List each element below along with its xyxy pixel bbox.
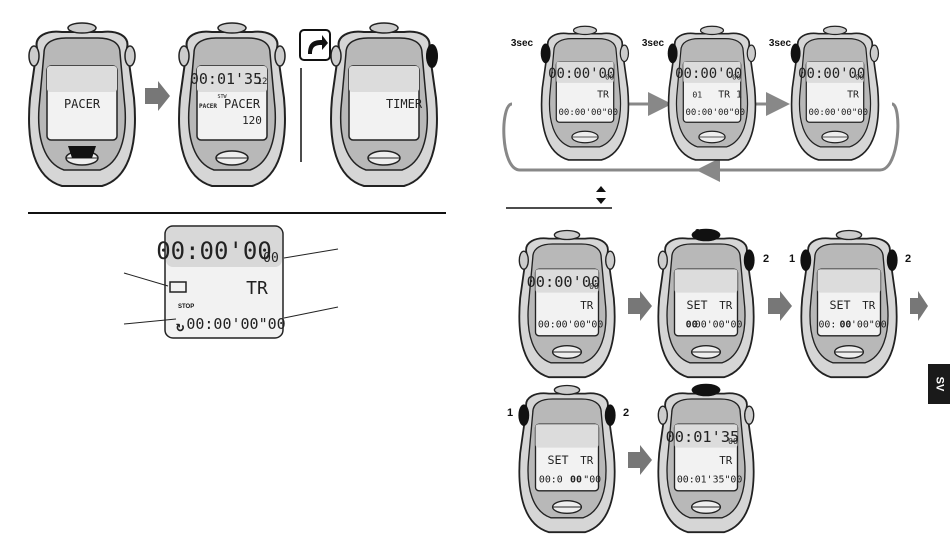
set-watch-1: 00:00'00 00 TR 00:00'00"00: [518, 229, 616, 379]
up-down-icon: [596, 186, 606, 204]
cycle-watch-1: 00:00'00 00 TR 00:00'00"00: [540, 25, 630, 161]
callout-line: [283, 248, 339, 259]
svg-text:00: 00: [839, 320, 851, 331]
arrow-right-icon: [768, 291, 792, 321]
svg-text:SET: SET: [547, 453, 568, 467]
callout-line: [123, 318, 177, 325]
press-3sec-label: 3sec: [769, 38, 792, 49]
set-watch-4: SET TR 00:0 00 "00: [518, 384, 616, 534]
svg-text:'00"00: '00"00: [851, 320, 887, 331]
svg-text:00:01'35: 00:01'35: [666, 428, 740, 446]
svg-text:00:00'00: 00:00'00: [798, 66, 865, 82]
svg-text:TR: TR: [719, 454, 733, 467]
svg-text:00:00'00"00: 00:00'00"00: [808, 108, 868, 118]
cycle-watch-2: 00:00'00 00 01 TR 1 00:00'00"00: [667, 25, 757, 161]
pacer-value: 120: [242, 114, 262, 127]
callout-line: [123, 272, 169, 287]
svg-text:TR: TR: [580, 299, 594, 312]
button-number: 2: [763, 253, 769, 265]
svg-text:TR: TR: [580, 454, 594, 467]
language-tab-label: SV: [933, 376, 945, 392]
button-number: 2: [905, 253, 911, 265]
watch-pacer-running: 00:01'35 12 STW PACER PACER 120: [178, 22, 286, 187]
button-number: 1: [507, 407, 513, 419]
main-time-fraction: 00: [263, 251, 279, 266]
svg-text:00:01'35"00: 00:01'35"00: [677, 475, 743, 486]
arrow-right-icon: [145, 81, 170, 111]
svg-text:00:00'00: 00:00'00: [548, 66, 615, 82]
svg-text:00: 00: [686, 320, 698, 331]
svg-text:01: 01: [692, 90, 702, 100]
svg-text:00: 00: [570, 475, 582, 486]
lcd-detail: 00:00'00 00 TR STOP ↻ 00:00'00"00: [123, 225, 339, 339]
svg-text:TR: TR: [597, 90, 609, 101]
svg-text:TR: TR: [847, 90, 859, 101]
svg-text:00:: 00:: [818, 320, 836, 331]
svg-text:SET: SET: [686, 298, 707, 312]
arrow-right-icon: [910, 291, 928, 321]
reset-arrow-icon: ↻: [176, 319, 185, 335]
time-fraction: 12: [257, 77, 268, 87]
cycle-watch-3: 00:00'00 00 TR 00:00'00"00: [790, 25, 880, 161]
svg-text:00:00'00: 00:00'00: [527, 273, 601, 291]
set-watch-5: 00:01'35 00 TR 00:01'35"00: [657, 383, 755, 534]
svg-text:00: 00: [605, 73, 614, 82]
language-tab: SV: [928, 364, 950, 404]
mode-text: TIMER: [386, 97, 423, 111]
stw-tag: STW: [217, 94, 227, 100]
svg-text:TR 1: TR 1: [718, 90, 742, 101]
svg-text:00: 00: [732, 73, 741, 82]
press-3sec-label: 3sec: [511, 38, 534, 49]
mode-text: PACER: [224, 97, 261, 111]
svg-text:00:00'00"00: 00:00'00"00: [538, 320, 604, 331]
sub-time: 00:00'00"00: [186, 315, 285, 333]
bottom-button-highlight: [68, 146, 96, 158]
battery-icon: [169, 281, 187, 293]
svg-text:00:00'00"00: 00:00'00"00: [558, 108, 618, 118]
svg-text:TR: TR: [719, 299, 733, 312]
svg-text:00:0: 00:0: [539, 475, 563, 486]
button-number: 2: [623, 407, 629, 419]
mode-text: PACER: [64, 97, 101, 111]
wrist-turn-icon: [299, 29, 331, 61]
svg-text:SET: SET: [829, 298, 850, 312]
svg-text:00: 00: [589, 281, 599, 291]
press-3sec-label: 3sec: [642, 38, 665, 49]
arrow-right-icon: [628, 291, 652, 321]
main-time: 00:00'00: [156, 237, 272, 265]
watch-timer: TIMER: [330, 22, 438, 187]
pacer-tag: PACER: [199, 103, 217, 110]
button-number: 1: [789, 253, 795, 265]
watch-pacer: PACER: [28, 22, 136, 187]
svg-text:"00: "00: [583, 475, 601, 486]
set-watch-3: SET TR 00: 00 '00"00: [800, 229, 898, 379]
time-display: 00:01'35: [190, 70, 262, 88]
svg-text:00: 00: [855, 73, 864, 82]
svg-text:TR: TR: [862, 299, 876, 312]
mode-tr: TR: [246, 278, 268, 299]
svg-text:00'00"00: 00'00"00: [695, 320, 743, 331]
set-watch-2: SET TR 00 00'00"00: [657, 228, 755, 379]
arrow-right-icon: [628, 445, 652, 475]
callout-line: [283, 306, 339, 319]
stop-tag: STOP: [178, 304, 194, 310]
svg-text:00:00'00: 00:00'00: [675, 66, 742, 82]
svg-text:00: 00: [728, 436, 738, 446]
svg-text:00:00'00"00: 00:00'00"00: [685, 108, 745, 118]
